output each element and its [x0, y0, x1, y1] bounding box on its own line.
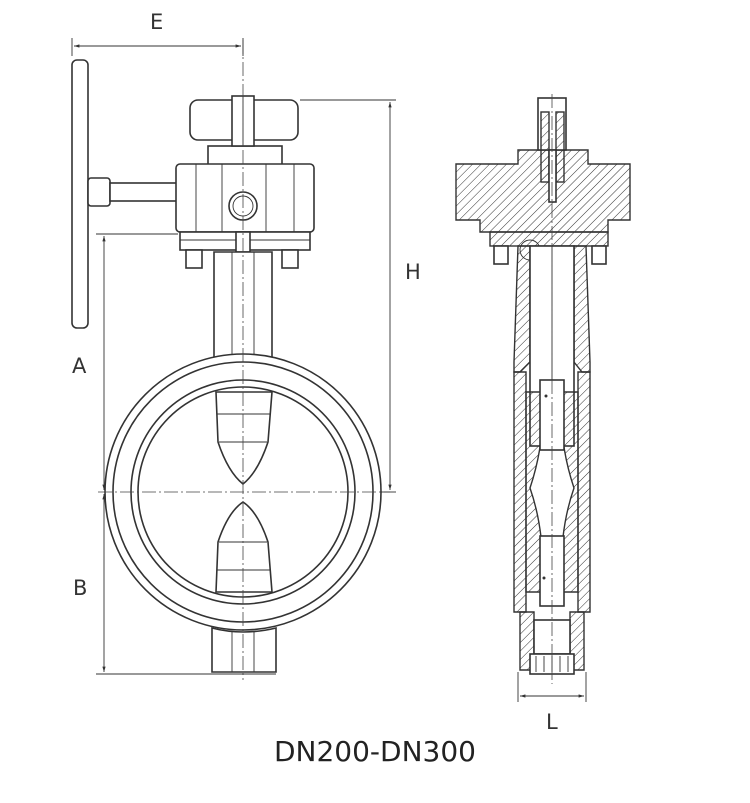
caption: DN200-DN300 [273, 735, 476, 768]
dimension-label-l: L [546, 710, 558, 734]
side-body [513, 371, 591, 613]
front-view [71, 40, 390, 680]
side-view [455, 94, 631, 684]
dimension-label-b: B [73, 576, 88, 600]
gearbox [175, 145, 315, 269]
side-bottom [519, 611, 585, 675]
dimension-label-a: A [72, 354, 87, 378]
position-indicator [189, 95, 299, 147]
actuator-section [455, 97, 631, 233]
dimension-label-h: H [405, 260, 421, 284]
dimension-label-e: E [150, 10, 164, 34]
handwheel-shaft [87, 177, 111, 207]
dimension-lines [71, 38, 587, 702]
bottom-boss [211, 626, 277, 673]
handwheel [71, 59, 89, 329]
